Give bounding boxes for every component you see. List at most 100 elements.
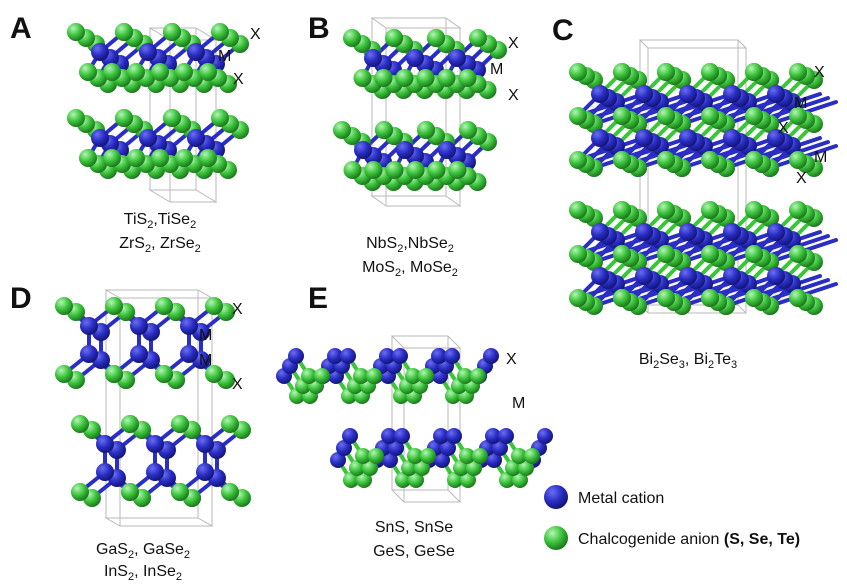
chalcogen-atom xyxy=(569,107,587,125)
chalcogen-atom xyxy=(613,201,631,219)
chalcogen-atom xyxy=(511,448,527,464)
metal-atom xyxy=(591,267,609,285)
chalcogen-atom xyxy=(155,365,173,383)
panel-e-caption: SnS, SnSe GeS, GeSe xyxy=(373,519,455,560)
chalcogen-atom xyxy=(453,460,469,476)
metal-atom xyxy=(767,129,785,147)
metal-atom xyxy=(591,223,609,241)
metal-atom xyxy=(80,317,98,335)
chalcogen-atom xyxy=(368,448,384,464)
metal-atom xyxy=(130,317,148,335)
metal-atom xyxy=(767,267,785,285)
metal-atom xyxy=(196,463,214,481)
panel-a-caption-line-1: TiS2,TiSe2 xyxy=(124,211,196,231)
chalcogen-atom xyxy=(151,149,169,167)
chalcogen-atom xyxy=(505,460,521,476)
chalcogen-atom xyxy=(405,368,421,384)
chalcogen-atom xyxy=(199,63,217,81)
panel-a-caption: TiS2,TiSe2 ZrS2, ZrSe2 xyxy=(119,211,201,255)
metal-atom xyxy=(485,428,501,444)
metal-atom xyxy=(139,129,157,147)
metal-atom xyxy=(406,49,424,67)
chalcogen-atom xyxy=(524,448,540,464)
chalcogen-atom xyxy=(103,149,121,167)
panel-d-caption-line-1: GaS2, GaSe2 xyxy=(96,541,190,561)
panel-e-caption-line-1: SnS, SnSe xyxy=(375,519,453,536)
chalcogen-atom xyxy=(569,151,587,169)
panel-e-site-label-x: X xyxy=(506,351,517,368)
chalcogen-atom xyxy=(569,245,587,263)
chalcogen-atom xyxy=(175,63,193,81)
metal-atom xyxy=(180,345,198,363)
chalcogen-atom xyxy=(420,448,436,464)
chalcogen-atom xyxy=(221,415,239,433)
chalcogen-atom xyxy=(499,472,515,488)
chalcogen-atom xyxy=(343,161,362,179)
chalcogen-atom xyxy=(613,289,631,307)
panel-a-site-label-m: M xyxy=(218,48,231,65)
chalcogen-atom xyxy=(366,368,382,384)
chalcogen-atom xyxy=(470,368,486,384)
metal-atom xyxy=(723,129,741,147)
chalcogen-atom xyxy=(437,69,456,87)
metal-atom xyxy=(364,49,382,67)
panel-d-caption-line-2: InS2, InSe2 xyxy=(104,563,182,583)
metal-atom xyxy=(91,129,109,147)
metal-atom xyxy=(433,428,449,444)
metal-atom xyxy=(342,428,358,444)
chalcogen-atom xyxy=(657,201,675,219)
chalcogen-atom xyxy=(745,289,763,307)
chalcogen-atom xyxy=(121,483,139,501)
panel-letter-b: B xyxy=(308,12,330,45)
chalcogen-atom xyxy=(427,29,445,47)
metal-atom xyxy=(635,129,653,147)
chalcogen-atom xyxy=(353,69,372,87)
metal-atom xyxy=(340,348,356,364)
legend: Metal cation Chalcogenide anion (S, Se, … xyxy=(544,485,800,550)
chalcogen-atom xyxy=(569,289,587,307)
chalcogen-atom xyxy=(71,415,89,433)
metal-atom xyxy=(382,452,398,468)
chalcogen-atom xyxy=(458,69,477,87)
chalcogen-atom xyxy=(375,121,393,139)
chalcogen-atom xyxy=(171,483,189,501)
chalcogen-atom xyxy=(105,365,123,383)
chalcogen-atom xyxy=(613,151,631,169)
metal-atom xyxy=(635,223,653,241)
chalcogen-atom xyxy=(407,448,423,464)
chalcogen-atom xyxy=(103,63,121,81)
legend-chalcogen-label: Chalcogenide anion (S, Se, Te) xyxy=(578,531,800,548)
chalcogen-atom xyxy=(127,63,145,81)
metal-atom xyxy=(80,345,98,363)
panel-letter-a: A xyxy=(10,12,32,45)
chalcogen-atom xyxy=(447,472,463,488)
chalcogen-atom xyxy=(205,297,223,315)
chalcogen-atom xyxy=(175,149,193,167)
panel-d-site-label-x-bottom: X xyxy=(232,376,243,393)
chalcogen-atom xyxy=(789,107,807,125)
chalcogen-atom xyxy=(79,63,97,81)
chalcogen-atom xyxy=(406,161,425,179)
metal-atom xyxy=(444,348,460,364)
chalcogen-atom xyxy=(701,289,719,307)
metal-atom xyxy=(440,440,456,456)
chalcogen-atom xyxy=(569,63,587,81)
metal-atom xyxy=(330,452,346,468)
panel-d-site-label-m-top: M xyxy=(199,327,212,344)
panel-a-caption-line-2: ZrS2, ZrSe2 xyxy=(119,235,201,255)
metal-atom xyxy=(635,267,653,285)
chalcogen-atom xyxy=(701,63,719,81)
chalcogen-atom xyxy=(418,368,434,384)
metal-atom xyxy=(635,85,653,103)
chalcogen-atom xyxy=(427,161,446,179)
metal-atom xyxy=(379,348,395,364)
chalcogen-atom xyxy=(657,151,675,169)
panel-c-site-label-m-2: M xyxy=(814,149,827,166)
metal-atom xyxy=(96,463,114,481)
panel-letter-e: E xyxy=(308,282,328,315)
chalcogen-atom xyxy=(701,245,719,263)
panel-e: E X M SnS, SnSe GeS, GeSe xyxy=(276,282,553,560)
chalcogen-atom xyxy=(466,460,482,476)
chalcogen-atom xyxy=(518,460,534,476)
chalcogen-atom xyxy=(745,245,763,263)
